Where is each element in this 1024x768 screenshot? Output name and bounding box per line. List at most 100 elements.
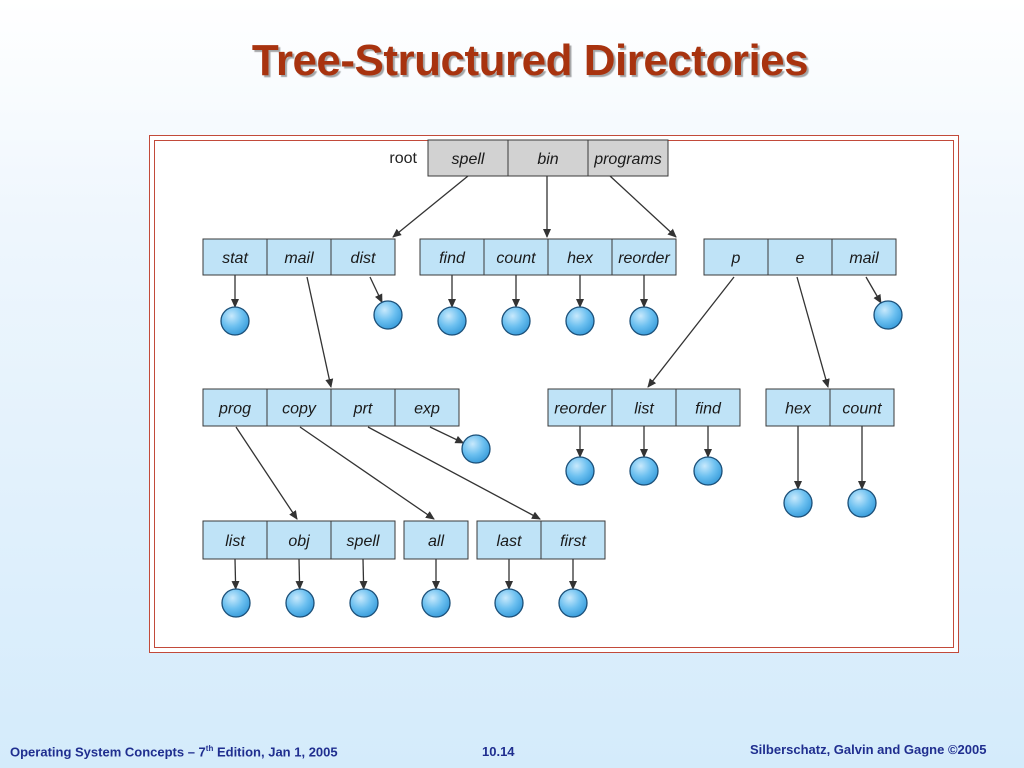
file-node-icon [494,588,524,618]
directory-entry-label: programs [593,151,662,168]
directory-entry-box [767,238,833,276]
tree-edge [609,175,677,238]
directory-entry-label: spell [452,151,485,168]
directory-d1: stat mail dist [202,238,396,276]
directory-d5: reorder list find [547,388,741,427]
directory-entry-box [483,238,549,276]
directory-nodes: spell bin programs stat mail dist find count hex… [202,139,897,560]
directory-d7: list obj spell [202,520,396,560]
directory-entry-box [330,238,396,276]
file-node-icon [421,588,451,618]
tree-edge [359,558,368,591]
directory-d9: last first [476,520,606,560]
directory-entry-label: mail [849,250,879,267]
directory-entry-box [202,238,268,276]
file-node-icon [437,306,467,336]
directory-entry-label: dist [351,250,376,267]
file-node-icon [873,300,903,330]
root-label: root [389,150,417,167]
file-node-icon [565,306,595,336]
slide-title: Tree-Structured Directories [251,36,809,85]
directory-entry-box [675,388,741,427]
directory-entry-box [266,238,332,276]
directory-entry-label: bin [537,151,558,168]
directory-entry-box [829,388,895,427]
tree-edge [306,276,334,388]
directory-entry-box [266,388,332,427]
directory-entry-label: count [496,250,536,267]
tree-edge [235,426,298,520]
directory-entry-box [611,238,677,276]
tree-edge [231,558,240,591]
directory-entry-label: last [497,533,522,550]
file-node-icon [629,306,659,336]
file-node-icon [349,588,379,618]
directory-entry-label: reorder [618,250,670,267]
directory-entry-box [507,139,589,177]
directory-d2: find count hex reorder [419,238,677,276]
directory-d3: p e mail [703,238,897,276]
directory-entry-label: first [560,533,586,550]
directory-entry-box [394,388,460,427]
directory-entry-box [330,520,396,560]
directory-entry-label: find [439,250,466,267]
tree-edge [796,276,830,388]
file-node-icon [373,300,403,330]
tree-edge [865,276,882,304]
footer-page-number: 10.14 [482,744,515,759]
file-node-icon [847,488,877,518]
directory-entry-box [330,388,396,427]
footer-copyright: Silberschatz, Galvin and Gagne ©2005 [750,742,987,757]
file-node-icon [220,306,250,336]
directory-entry-label: mail [284,250,314,267]
directory-entry-box [403,520,469,560]
directory-d4: prog copy prt exp [202,388,460,427]
directory-entry-label: obj [288,533,310,550]
directory-entry-label: hex [785,401,812,418]
tree-edge [647,276,735,388]
directory-d8: all [403,520,469,560]
directory-entry-label: list [225,533,245,550]
file-node-icon [783,488,813,518]
file-node-icon [558,588,588,618]
directory-entry-label: stat [222,250,248,267]
directory-entry-box [547,238,613,276]
tree-edge [295,558,304,591]
file-node-icon [501,306,531,336]
directory-entry-label: all [428,533,444,550]
file-node-icon [565,456,595,486]
directory-entry-label: exp [414,401,440,418]
file-node-icon [693,456,723,486]
file-nodes [220,300,903,618]
directory-root: spell bin programs [427,139,669,177]
edges [231,175,882,591]
file-node-icon [221,588,251,618]
directory-entry-box [427,139,509,177]
directory-entry-box [476,520,542,560]
file-node-icon [461,434,491,464]
directory-entry-label: reorder [554,401,606,418]
file-node-icon [285,588,315,618]
directory-entry-label: e [796,250,805,267]
footer-course: Operating System Concepts – 7th Edition,… [10,744,338,760]
directory-entry-label: prog [218,401,251,418]
directory-entry-box [765,388,831,427]
directory-entry-box [587,139,669,177]
directory-entry-label: prt [353,401,373,418]
directory-entry-label: copy [282,401,317,418]
directory-entry-label: p [731,250,741,267]
directory-entry-label: find [695,401,722,418]
tree-edge [299,426,435,520]
directory-entry-label: hex [567,250,594,267]
directory-entry-box [831,238,897,276]
tree-edge [392,175,469,238]
directory-entry-box [419,238,485,276]
tree-edge [369,276,383,304]
file-node-icon [629,456,659,486]
directory-entry-label: spell [347,533,380,550]
directory-entry-box [202,388,268,427]
directory-entry-label: list [634,401,654,418]
tree-edge [367,426,541,520]
